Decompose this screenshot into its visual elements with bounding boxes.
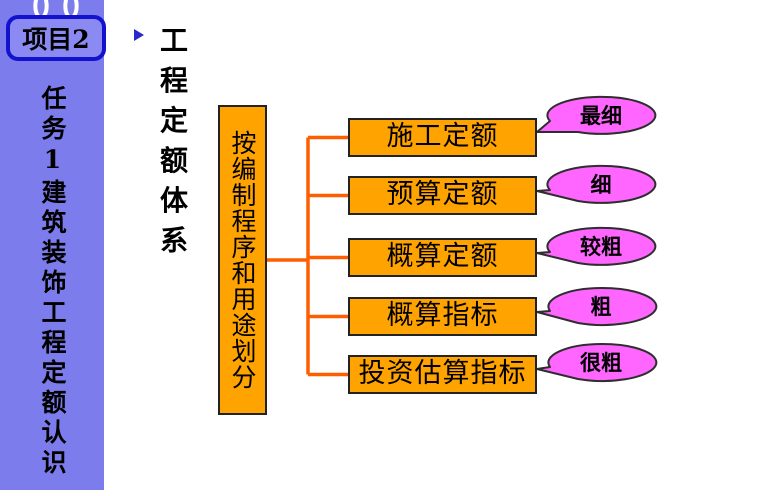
quota-box-gaisuan-dinge: 概算定额 (348, 238, 537, 277)
balloon-3 (536, 226, 657, 266)
balloon-1 (536, 95, 657, 135)
bubble-label-fine: 细 (590, 172, 612, 197)
triangle-right-icon (134, 29, 144, 41)
page-title: 工程定额体系 (160, 24, 191, 257)
quota-box-gaisuan-zhibiao: 概算指标 (348, 297, 537, 336)
project-badge-label: 项目2 (22, 25, 90, 54)
hanger-hooks-icon (33, 0, 79, 18)
quota-box-yusuan: 预算定额 (348, 176, 537, 215)
balloon-4 (536, 286, 658, 326)
bubble-label-coarse: 粗 (590, 294, 612, 319)
bubble-label-finest: 最细 (580, 103, 622, 128)
balloon-2 (536, 164, 657, 204)
sidebar: 项目2 任务1建筑装饰工程定额认识 (0, 0, 106, 490)
balloon-5 (536, 342, 658, 382)
quota-box-shigong: 施工定额 (348, 118, 537, 157)
connector-lines (267, 135, 348, 377)
bubble-label-coarser: 较粗 (580, 234, 622, 259)
quota-box-touzi-gusuan: 投资估算指标 (348, 355, 537, 394)
bubble-label-verycoarse: 很粗 (580, 350, 622, 375)
sidebar-vertical-title: 任务1建筑装饰工程定额认识 (38, 85, 67, 479)
callout-balloons (536, 95, 658, 382)
project-badge: 项目2 (6, 15, 106, 61)
category-box: 按编制程序和用途划分 (218, 105, 267, 415)
